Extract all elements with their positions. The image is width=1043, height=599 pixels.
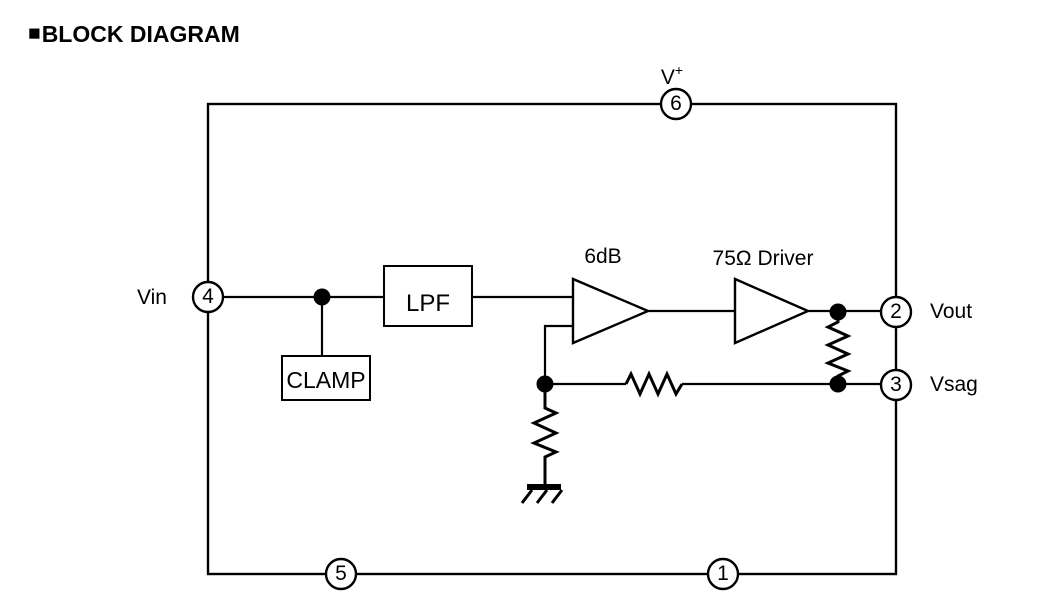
lpf-block: LPF bbox=[383, 265, 473, 327]
vplus-label: V+ bbox=[650, 59, 694, 90]
vplus-label-base: V bbox=[660, 66, 675, 89]
junction-dot bbox=[829, 303, 847, 321]
feedback-resistor bbox=[624, 370, 684, 398]
page-title-text: BLOCK DIAGRAM bbox=[41, 21, 240, 47]
pin3-number: 3 bbox=[890, 373, 902, 396]
junction-dot bbox=[536, 375, 554, 393]
pin5-circle bbox=[324, 557, 358, 591]
pin4-number: 4 bbox=[202, 285, 214, 308]
driver-amp-label: 75Ω Driver bbox=[712, 247, 814, 270]
vplus-label-sup: + bbox=[674, 62, 684, 78]
vsag-label: Vsag bbox=[930, 373, 978, 396]
ground-resistor bbox=[530, 384, 560, 484]
gain-amp-label: 6dB bbox=[584, 245, 622, 268]
pin4-circle bbox=[191, 280, 225, 314]
feedback-wire bbox=[543, 324, 573, 384]
clamp-block: CLAMP bbox=[281, 355, 371, 401]
vout-label: Vout bbox=[930, 300, 973, 323]
pin2-number: 2 bbox=[890, 300, 902, 323]
vout-vsag-resistor bbox=[824, 312, 852, 384]
pin6-circle bbox=[659, 87, 693, 121]
pin1-circle bbox=[706, 557, 740, 591]
junction-dot bbox=[313, 288, 331, 306]
junction-dots bbox=[313, 288, 847, 393]
driver-amp-triangle bbox=[733, 277, 811, 345]
lpf-block-label: LPF bbox=[405, 290, 450, 317]
section-marker-icon: ■ bbox=[28, 22, 41, 45]
junction-dot bbox=[829, 375, 847, 393]
ic-boundary bbox=[206, 102, 898, 576]
pin6-number: 6 bbox=[670, 92, 682, 115]
clamp-block-label: CLAMP bbox=[286, 366, 366, 393]
page-title: ■BLOCK DIAGRAM bbox=[28, 22, 240, 46]
ground-icon bbox=[520, 484, 564, 504]
vin-label: Vin bbox=[137, 286, 167, 309]
gain-amp-triangle bbox=[571, 277, 652, 345]
pin1-number: 1 bbox=[717, 562, 729, 585]
pin3-circle bbox=[879, 368, 913, 402]
pin5-number: 5 bbox=[335, 562, 347, 585]
pin2-circle bbox=[879, 295, 913, 329]
